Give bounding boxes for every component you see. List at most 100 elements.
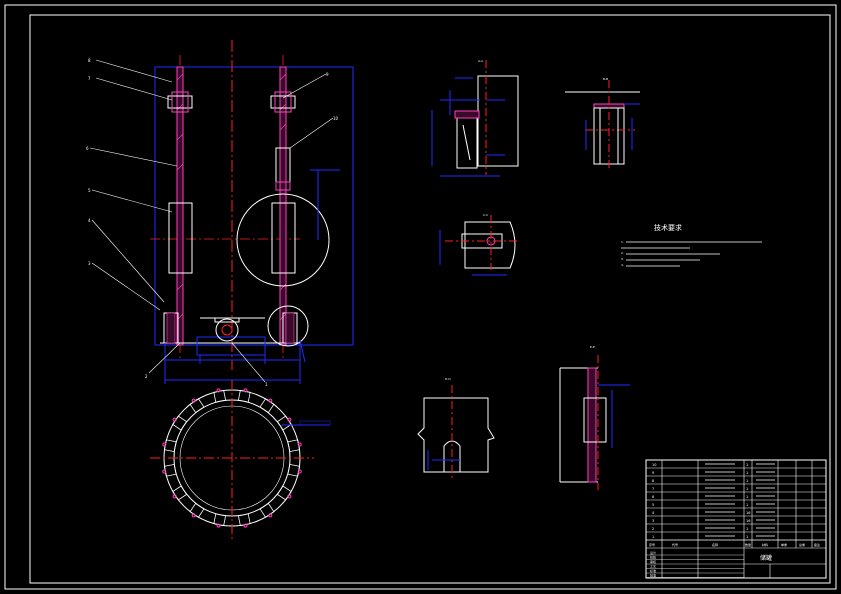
ring-bracket [287,463,301,477]
bracket-hole [243,388,248,393]
bracket-hole [172,494,177,499]
bom-header-total-weight: 总重 [799,542,805,547]
section-label-b: B-B [603,77,608,81]
bom-row-number: 7 [652,487,654,491]
ring-bracket [259,398,275,414]
bracket-hole [268,398,273,403]
ring-bracket [213,513,227,527]
bom-table-frame [645,459,827,579]
bom-row-number: 2 [652,527,654,531]
ring-bracket [189,502,205,518]
sign-label: 校核 [650,555,656,560]
balloon-9: 9 [326,72,329,77]
bom-row-number: 4 [652,511,655,515]
detail-view-a: A-A [431,59,519,177]
sheet-inner-frame [29,14,831,584]
bracket-hole [162,442,167,447]
ring-bracket [213,389,227,403]
support-block-right [271,202,296,274]
bom-header-code: 代号 [672,542,678,547]
bracket-hole [243,523,248,528]
bracket-hole [268,513,273,518]
ring-bracket [189,398,205,414]
detail-circle-ii [267,305,309,347]
bracket-hole [297,442,302,447]
balloon-1: 1 [265,382,268,387]
bom-row-quantity: 1 [746,503,748,507]
bom-row-quantity: 1 [746,487,748,491]
bracket-hole [287,494,292,499]
bom-header-qty: 数量 [745,542,751,547]
bom-row-number: 9 [652,471,654,475]
ring-bracket [237,513,251,527]
bom-row-quantity: 16 [746,519,750,523]
ring-brackets [162,388,302,528]
detail-circle-i [236,193,330,287]
tech-line: 4. [621,263,624,267]
sign-label: 工艺 [650,564,656,569]
bracket-hole [162,469,167,474]
bracket-hole [172,417,177,422]
balloon-7: 7 [88,76,91,81]
bracket-hole [191,513,196,518]
balloon-3: 3 [88,261,91,266]
bracket-hole [216,388,221,393]
bom-row-number: 3 [652,519,654,523]
leader-lines [89,59,334,383]
left-shell-wall [176,66,184,346]
bom-row-number: 6 [652,495,654,499]
balloon-6: 6 [86,146,89,151]
bracket-hole [191,398,196,403]
bom-row-quantity: 1 [746,527,748,531]
bom-row-quantity: 16 [746,511,750,515]
bom-header-no: 序号 [649,542,655,547]
ring-bracket [172,415,188,431]
sheet-outer-frame [4,4,837,590]
section-label-c: C-C [483,213,488,217]
sign-label: 批准 [650,573,656,578]
section-label-a: A-A [478,59,484,63]
balloon-10: 10 [333,116,339,121]
ring-bracket [163,463,177,477]
bom-row-quantity: 1 [746,479,748,483]
tech-line: 1. [621,240,624,244]
ring-bracket [287,439,301,453]
ring-bracket [163,439,177,453]
bom-row-quantity: 1 [746,463,748,467]
flange-right [270,95,296,109]
detail-view-b: B-B [565,77,640,170]
detail-view-c: C-C [439,213,520,276]
tech-title: 技术要求 [654,223,682,232]
plan-view [150,380,331,540]
tech-line: 3. [621,257,624,261]
balloon-2: 2 [145,374,148,379]
bracket-hole [287,417,292,422]
sign-label: 审核 [650,559,656,564]
ring-bracket [259,502,275,518]
bom-row-number: 5 [652,503,654,507]
detail-view-d: D-D [417,377,495,478]
bom-row-quantity: 1 [746,495,748,499]
balloon-8: 8 [88,58,91,63]
bom-row-quantity: 1 [746,471,748,475]
drawing-name: 储罐 [760,554,772,562]
ring-bracket [276,415,292,431]
part-balloons: 8 7 6 5 4 3 2 1 9 10 [86,58,339,387]
main-elevation-view: 8 7 6 5 4 3 2 1 9 10 [86,40,354,387]
sign-label: 设计 [650,550,656,555]
bom-header-material: 材料 [762,542,768,547]
tech-line: 2. [621,251,624,255]
bom-row-number: 1 [652,535,654,539]
balloon-4: 4 [88,218,91,223]
bom-row-quantity: 1 [746,535,748,539]
section-label-d: D-D [445,377,451,381]
bom-header-name: 名称 [712,542,718,547]
balloon-5: 5 [88,188,91,193]
ring-bracket [237,389,251,403]
ring-bracket [172,485,188,501]
bracket-hole [216,523,221,528]
flange-left [167,95,193,109]
